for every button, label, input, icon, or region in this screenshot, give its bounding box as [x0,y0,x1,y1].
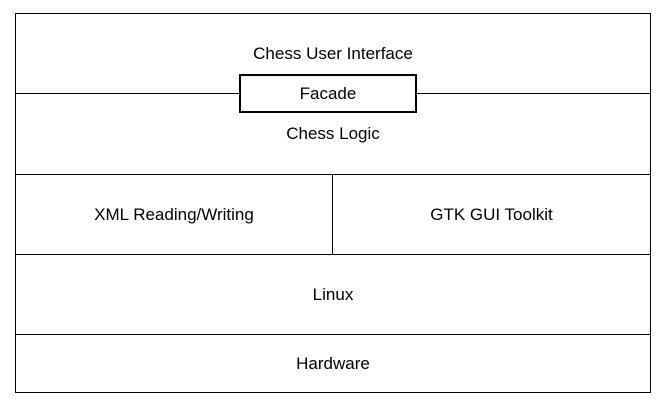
facade-box-label: Facade [299,83,357,103]
facade-box: Facade [239,74,417,113]
layer-chess-user-interface-label: Chess User Interface [253,43,413,63]
layer-linux-label: Linux [312,284,354,304]
cell-gtk-gui-toolkit: GTK GUI Toolkit [333,175,650,254]
layer-hardware: Hardware [16,334,650,392]
cell-xml-reading-writing: XML Reading/Writing [16,175,333,254]
architecture-diagram: Chess User Interface Chess Logic XML Rea… [15,13,651,393]
layer-chess-logic-label: Chess Logic [286,124,380,143]
layer-linux: Linux [16,254,650,334]
layer-middleware-row: XML Reading/Writing GTK GUI Toolkit [16,174,650,254]
cell-xml-reading-writing-label: XML Reading/Writing [94,204,254,224]
cell-gtk-gui-toolkit-label: GTK GUI Toolkit [430,204,553,224]
layer-hardware-label: Hardware [296,353,370,373]
